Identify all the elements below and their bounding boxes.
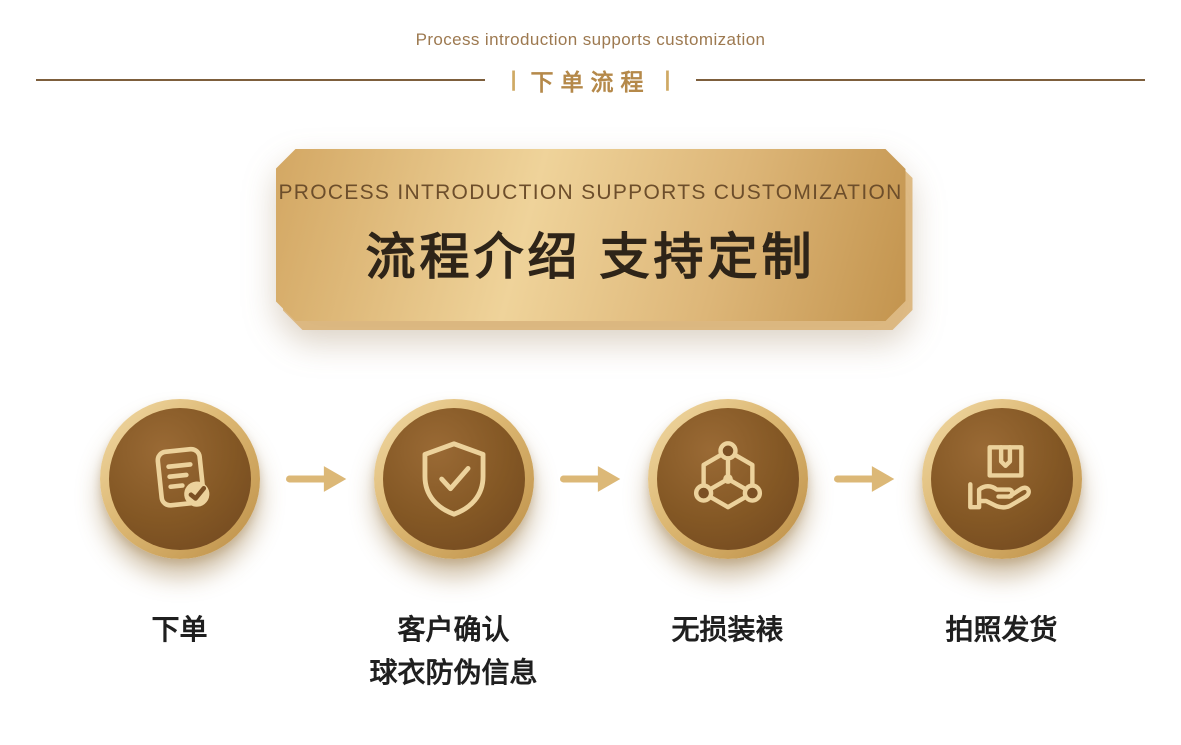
step-circle-inner	[930, 408, 1073, 550]
step-customer-confirm: 客户确认 球衣防伪信息	[350, 399, 558, 696]
section-title: 下单流程	[530, 69, 651, 95]
step-mounting: 无损装裱	[624, 399, 832, 652]
step-label: 客户确认 球衣防伪信息	[369, 609, 537, 696]
separator-right: |	[664, 68, 671, 91]
step-label-line: 球衣防伪信息	[369, 658, 538, 690]
step-circle-inner	[382, 408, 525, 550]
step-circle	[373, 399, 534, 559]
subtitle-en: Process introduction supports customizat…	[415, 30, 766, 49]
step-circle	[921, 399, 1082, 559]
steps-row: 下单	[0, 399, 1181, 696]
step-circle-inner	[656, 408, 799, 550]
arrow-right-icon	[284, 461, 350, 497]
step-label-line: 客户确认	[397, 615, 510, 646]
arrow-right-icon	[558, 461, 624, 497]
step-place-order: 下单	[76, 399, 284, 652]
network-nodes-icon	[693, 441, 762, 510]
step-label: 拍照发货	[945, 609, 1057, 652]
step-label-line: 拍照发货	[945, 615, 1058, 646]
step-label-line: 无损装裱	[671, 615, 784, 646]
step-circle-inner	[108, 408, 251, 550]
step-label-line: 下单	[151, 615, 208, 646]
divider-line-right	[696, 79, 1145, 81]
separator-left: |	[510, 68, 517, 91]
hand-box-icon	[967, 445, 1031, 510]
divider-line-left	[36, 79, 485, 81]
banner-title-en: PROCESS INTRODUCTION SUPPORTS CUSTOMIZAT…	[278, 181, 903, 204]
shield-check-icon	[422, 441, 485, 517]
section-header: | 下单流程 |	[36, 63, 1145, 97]
step-circle	[99, 399, 260, 559]
banner-plate: PROCESS INTRODUCTION SUPPORTS CUSTOMIZAT…	[276, 149, 906, 321]
arrow-right-icon	[832, 461, 898, 497]
step-label: 下单	[151, 609, 207, 652]
banner-title-zh: 流程介绍 支持定制	[365, 229, 816, 285]
step-label: 无损装裱	[671, 609, 783, 652]
banner-plaque: PROCESS INTRODUCTION SUPPORTS CUSTOMIZAT…	[276, 149, 906, 321]
step-photo-ship: 拍照发货	[898, 399, 1106, 652]
order-form-icon	[154, 446, 209, 508]
step-circle	[647, 399, 808, 559]
